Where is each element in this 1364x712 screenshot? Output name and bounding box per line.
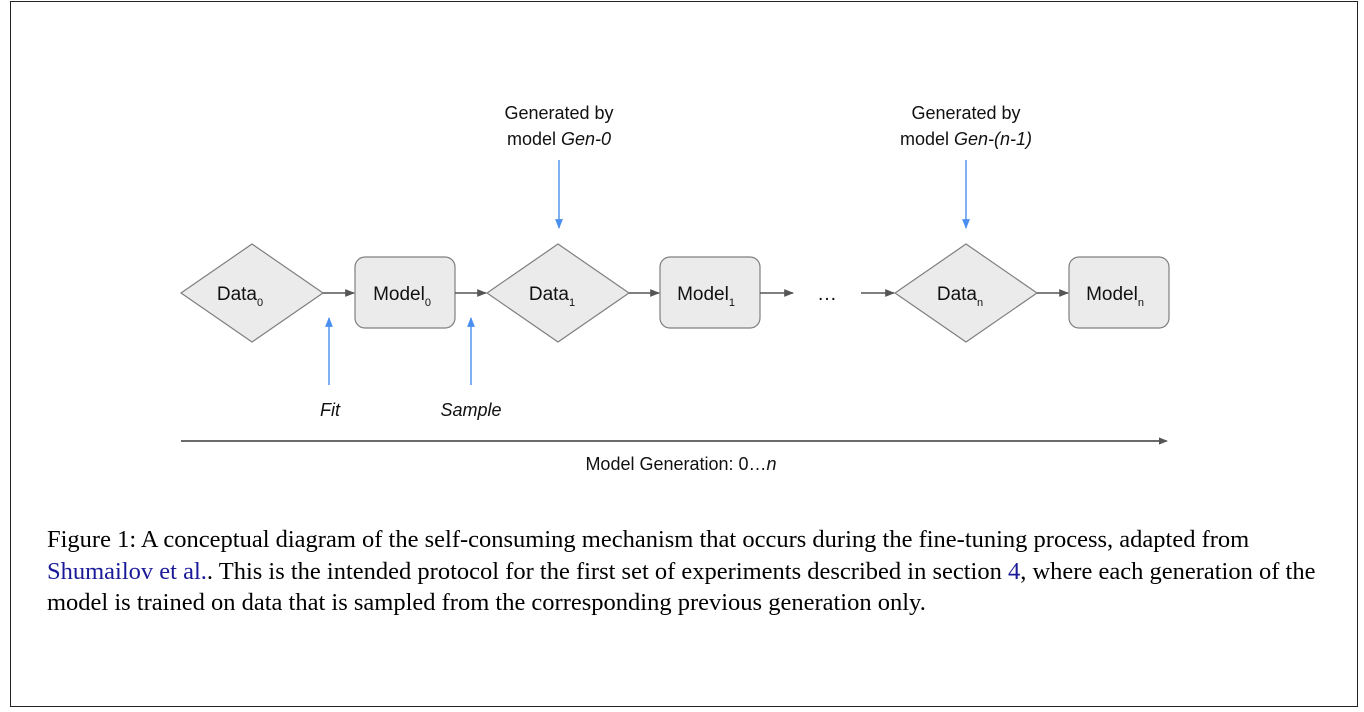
node-model-0: Model0 [354, 256, 456, 329]
self-consuming-diagram: Data0 Model0 Data1 Model1 Datan Modeln [179, 103, 1170, 474]
caption-text: Figure 1: A conceptual diagram of the se… [47, 526, 1250, 553]
svg-text:Model1: Model1 [677, 284, 735, 309]
svg-text:Generated by: Generated by [504, 103, 613, 123]
node-data-0: Data0 [179, 243, 325, 343]
svg-text:model Gen-(n-1): model Gen-(n-1) [900, 129, 1032, 149]
svg-text:Data1: Data1 [529, 284, 575, 309]
figure-frame: Data0 Model0 Data1 Model1 Datan Modeln [10, 1, 1358, 707]
annotation-arrows [325, 160, 970, 385]
svg-text:Model0: Model0 [373, 284, 431, 309]
svg-text:Data0: Data0 [217, 284, 263, 309]
fit-label: Fit [320, 400, 341, 420]
caption-text-end: , where each generation of the model is … [47, 557, 1316, 617]
gen0-annotation: Generated by model Gen-0 [504, 103, 613, 149]
svg-text:Generated by: Generated by [911, 103, 1020, 123]
generation-axis: Model Generation: 0…n [181, 437, 1168, 474]
ellipsis: … [817, 283, 837, 305]
node-model-1: Model1 [659, 256, 761, 329]
node-data-1: Data1 [485, 243, 631, 343]
caption-text-middle: . This is the intended protocol for the … [206, 557, 1008, 585]
svg-text:Model Generation: 0…n: Model Generation: 0…n [585, 454, 776, 474]
svg-text:model Gen-0: model Gen-0 [507, 129, 611, 149]
node-data-n: Datan [893, 243, 1039, 343]
node-model-n: Modeln [1068, 256, 1170, 329]
section-ref-link[interactable]: 4 [1007, 557, 1021, 585]
sample-label: Sample [440, 400, 501, 420]
svg-text:Datan: Datan [937, 284, 983, 309]
svg-text:Modeln: Modeln [1086, 284, 1144, 309]
figure-caption: Figure 1: A conceptual diagram of the se… [47, 524, 1347, 619]
genn-annotation: Generated by model Gen-(n-1) [900, 103, 1032, 149]
citation-link[interactable]: Shumailov et al. [47, 557, 207, 585]
